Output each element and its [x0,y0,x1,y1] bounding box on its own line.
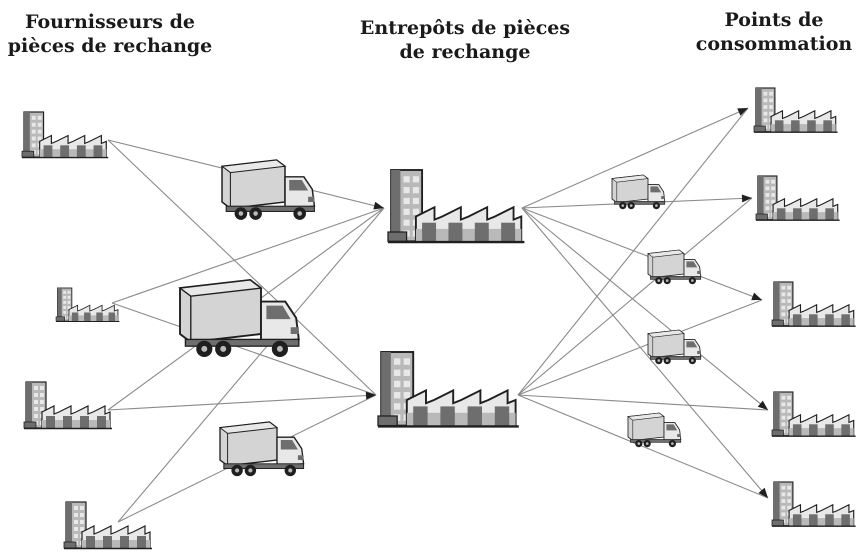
line-warehouse-2-to-point-2 [517,197,753,396]
line-warehouse-1-to-point-5 [521,207,769,499]
truck-large-top [220,159,316,220]
truck-small-1 [611,174,666,210]
line-supplier-4-to-warehouse-1 [117,207,385,523]
line-warehouse-2-to-point-4 [517,394,769,411]
consumption-point-4 [771,391,856,437]
header-points-line-2: consommation [695,33,853,55]
arrowhead-point-2 [741,194,752,203]
header-points-line-1: Points de [724,9,824,31]
line-warehouse-2-to-point-1 [517,107,749,396]
truck-large-middle [178,279,300,357]
supplier-factory-1 [21,111,109,159]
header-fournisseurs: Fournisseurs de pièces de rechange [4,10,216,58]
header-entrepots-line-1: Entrepôts de pièces [359,17,571,39]
arrowhead-point-1 [737,108,748,116]
line-supplier-2-to-warehouse-1 [111,207,385,304]
consumption-point-5 [771,481,856,527]
truck-left-bottom [218,421,305,477]
truck-small-4 [627,412,682,448]
truck-small-2 [647,249,702,285]
line-warehouse-1-to-point-1 [521,107,749,209]
truck-small-3 [647,329,702,365]
header-entrepots-line-2: de rechange [399,41,531,63]
line-warehouse-2-to-point-5 [517,394,769,499]
line-warehouse-1-to-point-3 [521,207,763,301]
arrowhead-point-5 [758,487,768,498]
supplier-factory-4 [63,501,152,550]
arrowhead-warehouse-2 [365,391,376,400]
consumption-point-3 [771,281,856,327]
header-points: Points de consommation [692,8,856,56]
warehouse-1 [387,169,525,244]
header-fournisseurs-line-1: Fournisseurs de [25,11,195,33]
supplier-factory-3 [23,381,112,430]
header-fournisseurs-line-2: pièces de rechange [7,35,213,57]
supplier-factory-2 [55,287,120,323]
arrowhead-warehouse-1 [373,201,384,210]
diagram-nodes [21,87,856,550]
header-entrepots: Entrepôts de pièces de rechange [345,16,585,64]
line-supplier-3-to-warehouse-2 [107,394,377,411]
consumption-point-1 [753,87,838,133]
line-supplier-1-to-warehouse-2 [107,139,377,396]
arrowhead-point-3 [751,292,762,301]
arrowhead-point-4 [757,400,768,410]
line-warehouse-1-to-point-4 [521,207,769,411]
line-supplier-2-to-warehouse-2 [111,302,377,396]
warehouse-2 [377,351,519,428]
consumption-point-2 [755,175,840,221]
